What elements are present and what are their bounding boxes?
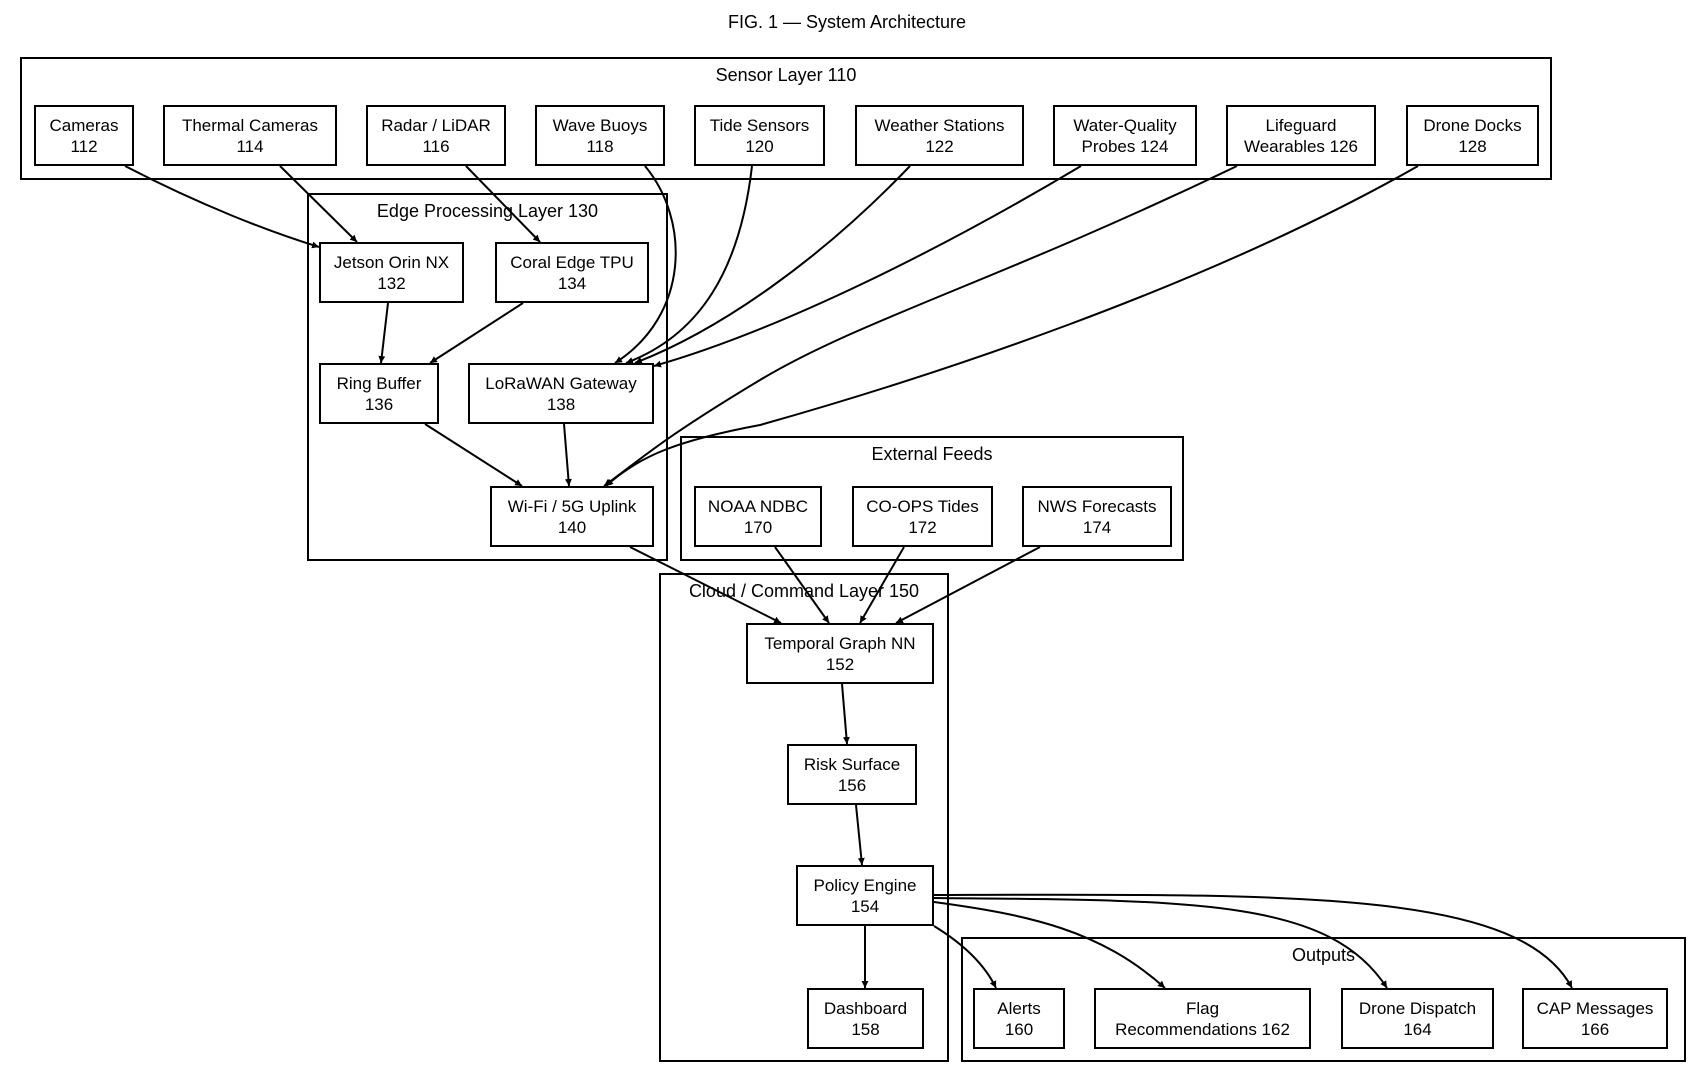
node-label: 138 [547,394,575,415]
node-noaa-ndbc: NOAA NDBC 170 [694,486,822,547]
node-label: 128 [1458,136,1486,157]
node-label: Probes 124 [1082,136,1169,157]
node-label: Weather Stations [874,115,1004,136]
node-alerts: Alerts 160 [973,988,1065,1049]
node-co-ops-tides: CO-OPS Tides 172 [852,486,993,547]
node-label: 132 [377,273,405,294]
figure-title: FIG. 1 — System Architecture [0,12,1694,33]
node-label: NOAA NDBC [708,496,808,517]
node-label: Policy Engine [813,875,916,896]
node-label: 134 [558,273,586,294]
node-label: 164 [1403,1019,1431,1040]
node-radar-lidar: Radar / LiDAR 116 [366,105,506,166]
node-label: 172 [908,517,936,538]
cluster-label: Edge Processing Layer 130 [309,201,666,221]
node-label: 112 [70,136,97,157]
cluster-label: Cloud / Command Layer 150 [661,581,947,601]
node-label: 114 [236,136,263,157]
node-drone-docks: Drone Docks 128 [1406,105,1539,166]
node-label: Flag [1186,998,1219,1019]
cluster-label: Outputs [963,945,1684,965]
node-temporal-graph-nn: Temporal Graph NN 152 [746,623,934,684]
node-label: 122 [925,136,953,157]
node-lifeguard-wearables: Lifeguard Wearables 126 [1226,105,1376,166]
node-label: Jetson Orin NX [334,252,449,273]
node-drone-dispatch: Drone Dispatch 164 [1341,988,1494,1049]
node-label: 120 [745,136,773,157]
cluster-label: Sensor Layer 110 [22,65,1550,85]
node-label: Risk Surface [804,754,900,775]
node-label: Tide Sensors [710,115,810,136]
edge-weather-to-lorawan [635,166,910,363]
node-label: Coral Edge TPU [510,252,633,273]
node-cap-messages: CAP Messages 166 [1522,988,1668,1049]
node-label: Radar / LiDAR [381,115,491,136]
node-risk-surface: Risk Surface 156 [787,744,917,805]
node-jetson-orin-nx: Jetson Orin NX 132 [319,242,464,303]
node-water-quality-probes: Water-Quality Probes 124 [1053,105,1197,166]
node-label: 166 [1581,1019,1609,1040]
node-label: CAP Messages [1537,998,1654,1019]
cluster-label: External Feeds [682,444,1182,464]
edge-water-quality-to-lorawan [654,166,1081,366]
node-label: Drone Dispatch [1359,998,1476,1019]
node-ring-buffer: Ring Buffer 136 [319,363,439,424]
node-label: 158 [851,1019,879,1040]
node-label: CO-OPS Tides [866,496,978,517]
node-label: Recommendations 162 [1115,1019,1290,1040]
node-lorawan-gateway: LoRaWAN Gateway 138 [468,363,654,424]
node-label: 118 [586,136,613,157]
node-label: 136 [365,394,393,415]
node-label: LoRaWAN Gateway [485,373,636,394]
node-dashboard: Dashboard 158 [807,988,924,1049]
node-label: Water-Quality [1073,115,1176,136]
node-coral-edge-tpu: Coral Edge TPU 134 [495,242,649,303]
node-cameras: Cameras 112 [34,105,134,166]
node-label: Alerts [997,998,1040,1019]
node-label: 170 [744,517,772,538]
node-label: 152 [826,654,854,675]
node-label: 156 [838,775,866,796]
node-nws-forecasts: NWS Forecasts 174 [1022,486,1172,547]
node-label: Drone Docks [1423,115,1521,136]
node-label: Thermal Cameras [182,115,318,136]
node-label: NWS Forecasts [1037,496,1156,517]
node-label: Ring Buffer [337,373,422,394]
node-policy-engine: Policy Engine 154 [796,865,934,926]
node-label: Lifeguard [1266,115,1337,136]
node-wave-buoys: Wave Buoys 118 [535,105,665,166]
node-tide-sensors: Tide Sensors 120 [694,105,825,166]
node-label: 174 [1083,517,1111,538]
node-label: Wi-Fi / 5G Uplink [508,496,636,517]
node-flag-recommendations: Flag Recommendations 162 [1094,988,1311,1049]
node-label: 116 [422,136,449,157]
node-label: 154 [851,896,879,917]
node-label: Dashboard [824,998,907,1019]
node-label: 140 [558,517,586,538]
node-wifi-5g-uplink: Wi-Fi / 5G Uplink 140 [490,486,654,547]
node-thermal-cameras: Thermal Cameras 114 [163,105,337,166]
node-label: Temporal Graph NN [764,633,915,654]
node-weather-stations: Weather Stations 122 [855,105,1024,166]
node-label: Wave Buoys [553,115,648,136]
node-label: Cameras [50,115,119,136]
node-label: 160 [1005,1019,1033,1040]
node-label: Wearables 126 [1244,136,1358,157]
